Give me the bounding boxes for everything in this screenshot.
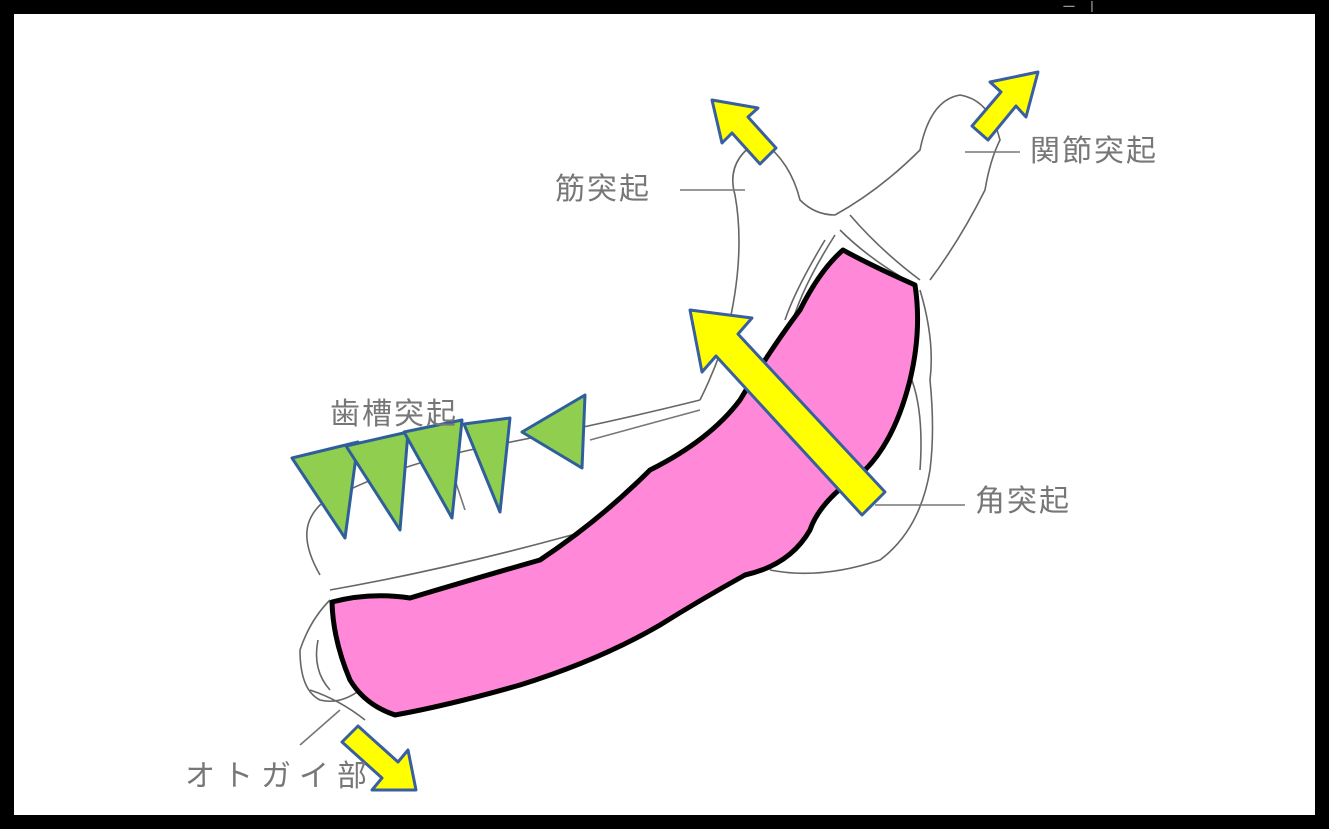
teeth-markers: [290, 393, 587, 540]
svg-text:ー l: ー l: [1062, 0, 1094, 16]
alveolar-process-label: 歯槽突起: [330, 397, 458, 432]
tooth-4-icon: [462, 416, 512, 514]
white-panel: [14, 14, 1315, 815]
force-arrows: [340, 70, 1040, 792]
tooth-3-icon: [402, 418, 464, 520]
condylar-process-label: 関節突起: [1030, 134, 1158, 169]
masseter-muscle-region: [329, 247, 921, 718]
condyle-arrow-icon: [970, 70, 1040, 142]
tooth-5-icon: [520, 393, 587, 470]
mental-protuberance-label: オトガイ部: [185, 759, 375, 794]
tooth-2-icon: [344, 430, 410, 532]
angular-process-label: 角突起: [975, 484, 1071, 519]
chin-arrow-icon: [340, 724, 418, 792]
main-elevation-arrow-icon: [688, 308, 887, 517]
coronoid-arrow-icon: [710, 98, 778, 166]
tooth-1-icon: [290, 440, 360, 540]
coronoid-process-label: 筋突起: [555, 172, 651, 207]
